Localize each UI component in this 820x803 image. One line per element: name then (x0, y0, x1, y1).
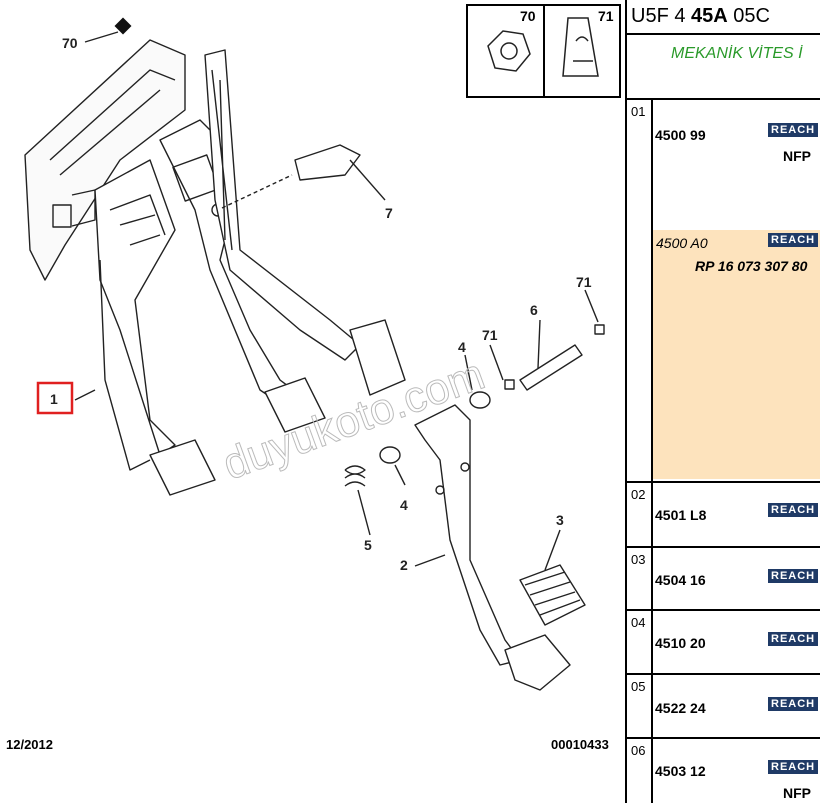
table-row[interactable]: 04 4510 20 REACH (625, 611, 820, 673)
row-rule (625, 546, 820, 548)
row-index: 01 (631, 104, 646, 119)
row-index: 06 (631, 743, 646, 758)
table-row[interactable]: 03 4504 16 REACH (625, 548, 820, 610)
inset-label-71: 71 (598, 8, 614, 24)
row-rule (625, 673, 820, 675)
inset-hardware: 70 71 (466, 4, 621, 98)
row-rule (625, 737, 820, 739)
table-row[interactable]: 05 4522 24 REACH (625, 675, 820, 737)
callout-4-top: 4 (458, 339, 466, 355)
row-index: 03 (631, 552, 646, 567)
reach-badge: REACH (768, 233, 819, 247)
parts-list-panel: U5F 4 45A 05C MEKANİK VİTES İ 01 4500 99… (625, 0, 820, 803)
code-group: 45A (691, 5, 728, 27)
table-row[interactable]: 02 4501 L8 REACH (625, 483, 820, 545)
table-row[interactable]: 01 4500 99 REACH NFP (625, 100, 820, 230)
header-rule (625, 33, 820, 35)
reach-badge: REACH (768, 123, 819, 137)
row-rule (625, 609, 820, 611)
table-row-alternate[interactable]: 4500 A0 REACH RP 16 073 307 80 (653, 230, 820, 479)
section-subtitle: MEKANİK VİTES İ (671, 45, 803, 62)
code-prefix: U5F 4 (631, 5, 692, 27)
inset-label-70: 70 (520, 8, 536, 24)
callout-3: 3 (556, 512, 564, 528)
code-suffix: 05C (727, 5, 770, 27)
parts-diagram: 70 7 6 71 71 4 4 5 2 3 1 duyukoto.com 12… (6, 4, 621, 752)
pedal-assembly-drawing: 70 7 6 71 71 4 4 5 2 3 1 duyukoto.com (24, 17, 605, 691)
part-ref[interactable]: 4501 L8 (655, 507, 707, 523)
part-code-title: U5F 4 45A 05C (631, 5, 770, 28)
callout-71-top: 71 (576, 274, 592, 290)
callout-1-box[interactable] (36, 381, 74, 415)
reach-badge: REACH (768, 632, 819, 646)
row-rule (625, 481, 820, 483)
callout-2: 2 (400, 557, 408, 573)
part-ref[interactable]: 4522 24 (655, 700, 706, 716)
callout-7: 7 (385, 205, 393, 221)
drawing-number: 00010433 (551, 737, 609, 752)
part-ref[interactable]: 4504 16 (655, 572, 706, 588)
part-ref-alternate[interactable]: 4500 A0 (656, 235, 708, 251)
callout-4-bottom: 4 (400, 497, 408, 513)
callout-5: 5 (364, 537, 372, 553)
inset-divider (543, 6, 545, 96)
callout-1: 1 (50, 391, 58, 407)
rp-number: RP 16 073 307 80 (695, 258, 808, 274)
row-index: 02 (631, 487, 646, 502)
nfp-note: NFP (783, 148, 811, 164)
index-column-rule (651, 98, 653, 803)
callout-71-mid: 71 (482, 327, 498, 343)
row-index: 04 (631, 615, 646, 630)
callout-70: 70 (62, 35, 78, 51)
reach-badge: REACH (768, 503, 819, 517)
row-index: 05 (631, 679, 646, 694)
panel-border (625, 0, 627, 803)
drawing-date: 12/2012 (6, 737, 53, 752)
reach-badge: REACH (768, 569, 819, 583)
nfp-note: NFP (783, 785, 811, 801)
table-top-rule (625, 98, 820, 100)
part-ref[interactable]: 4500 99 (655, 127, 706, 143)
table-row[interactable]: 06 4503 12 REACH NFP (625, 739, 820, 803)
reach-badge: REACH (768, 760, 819, 774)
part-ref[interactable]: 4503 12 (655, 763, 706, 779)
part-ref[interactable]: 4510 20 (655, 635, 706, 651)
callout-6: 6 (530, 302, 538, 318)
inset-drawing (487, 17, 599, 77)
reach-badge: REACH (768, 697, 819, 711)
